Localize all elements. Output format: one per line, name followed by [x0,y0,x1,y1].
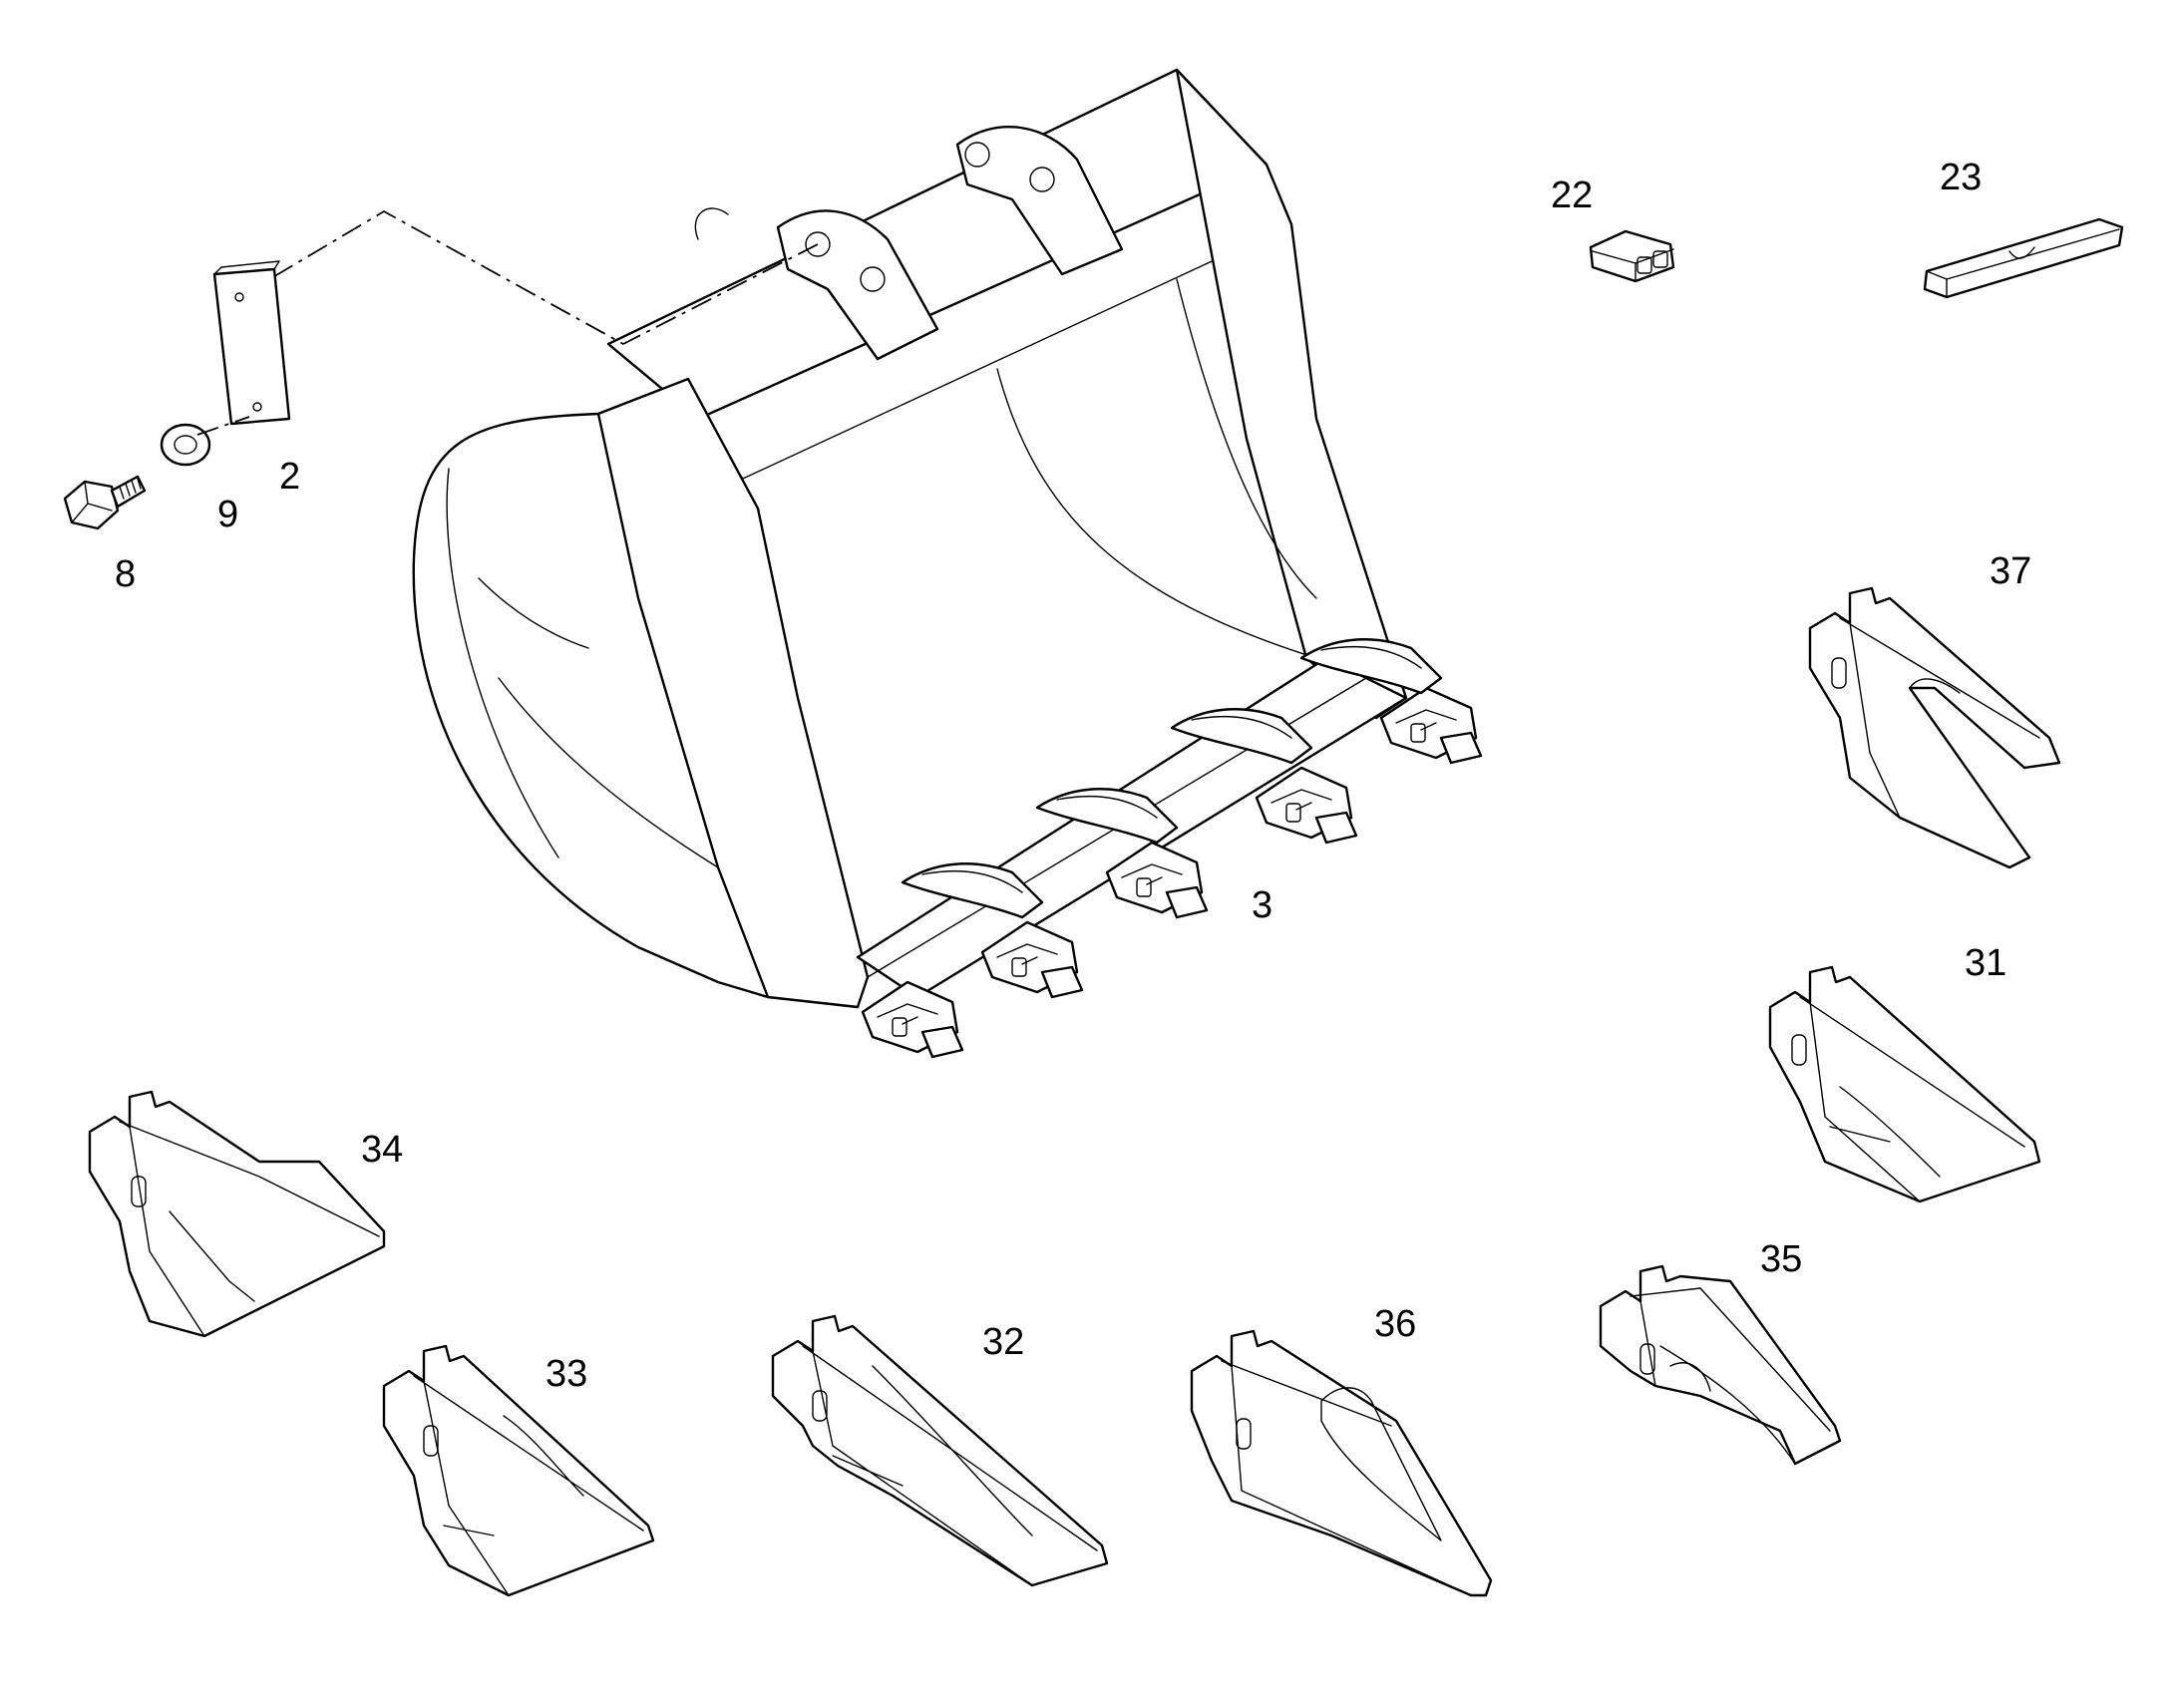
callout-2: 2 [279,456,300,498]
tooth-part-37 [1808,586,2061,869]
callout-34: 34 [361,1129,403,1171]
callout-35: 35 [1760,1238,1802,1280]
callout-36: 36 [1374,1303,1416,1345]
callout-37: 37 [1990,550,2031,592]
callout-3: 3 [1252,884,1272,926]
tooth-part-34 [88,1090,386,1338]
tooth-part-33 [382,1344,655,1597]
leader-line [238,209,819,346]
callout-8: 8 [115,553,136,595]
plate-part-2 [212,260,291,426]
callout-31: 31 [1965,942,2006,984]
washer-part-9 [160,416,250,467]
block-part-22 [1589,229,1675,283]
tooth-part-31 [1768,965,2041,1203]
tooth-part-35 [1599,1264,1842,1466]
callout-9: 9 [217,494,238,535]
bolt-part-8 [63,475,147,530]
callout-22: 22 [1551,174,1593,216]
callout-33: 33 [545,1353,587,1395]
bucket-part-3 [412,68,1483,1059]
callout-32: 32 [982,1321,1024,1363]
tooth-part-32 [771,1314,1109,1587]
callout-23: 23 [1940,157,1982,198]
tooth-part-36 [1190,1329,1493,1597]
wear-bar-part-23 [1923,217,2124,299]
